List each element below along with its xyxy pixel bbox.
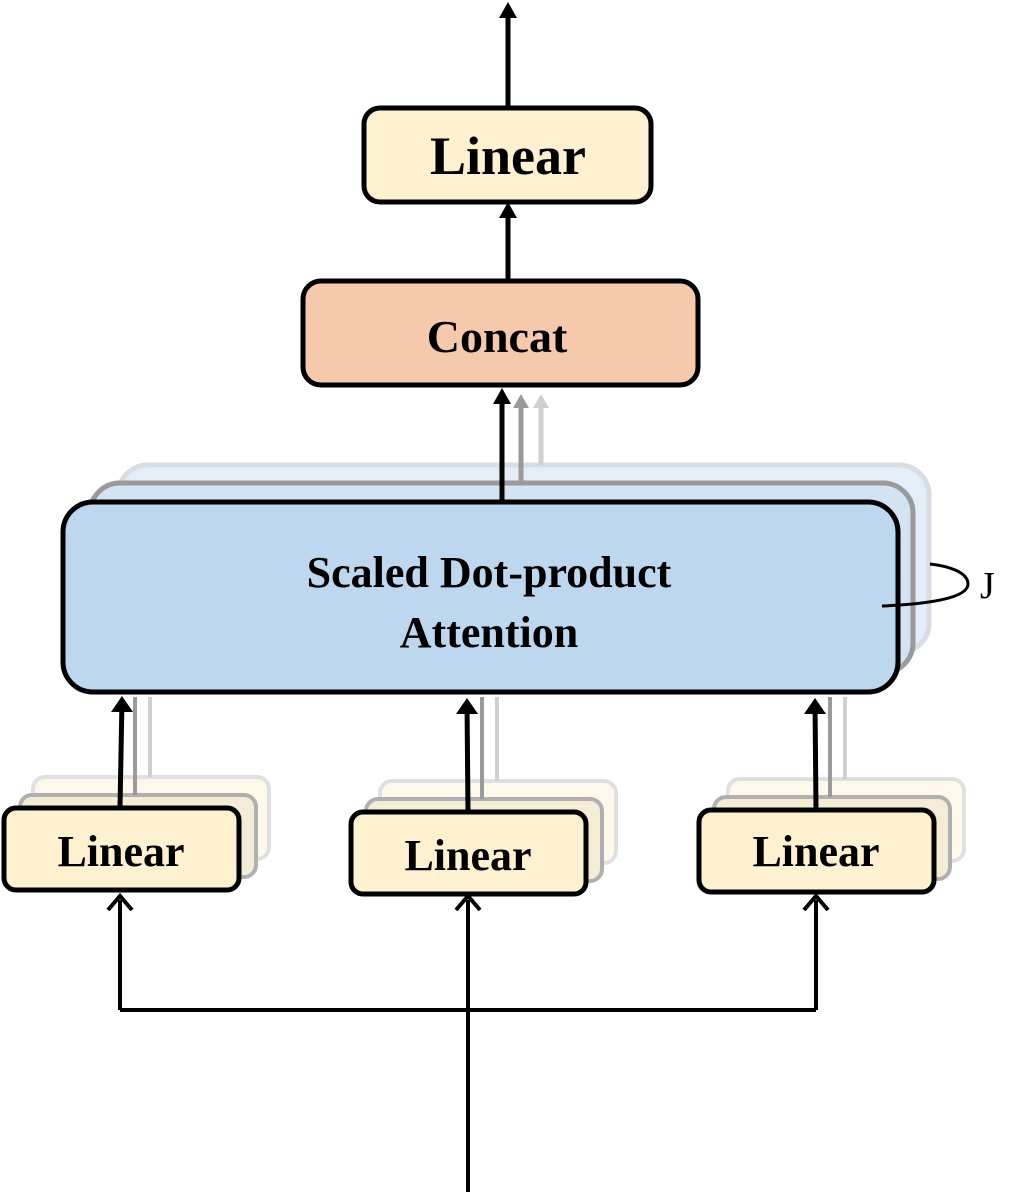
arrow-right-to-attention: [812, 701, 819, 811]
arrowhead-light: [533, 394, 549, 408]
output-linear-block[interactable]: Linear: [361, 105, 654, 205]
concat-label: Concat: [427, 311, 568, 362]
arrowhead-grey: [513, 394, 529, 408]
attention-label-line2: Attention: [400, 608, 578, 657]
arrowhead: [493, 388, 511, 404]
input-linear-left[interactable]: Linear: [1, 697, 271, 893]
attention-box: [60, 499, 901, 695]
arrowhead-left-input: [106, 892, 134, 912]
linear-box: [696, 807, 937, 895]
input-branch-lines: [106, 892, 830, 1192]
arrow-middle-to-attention: [464, 701, 471, 813]
arrowhead: [804, 698, 826, 714]
concat-to-linear-arrow: [499, 202, 517, 281]
output-arrow: [499, 2, 517, 108]
input-linear-right[interactable]: Linear: [696, 697, 966, 895]
linear-label: Linear: [57, 827, 184, 876]
arrow-left-to-attention: [117, 699, 125, 809]
arrowhead-right-input: [802, 892, 830, 912]
output-linear-label: Linear: [430, 126, 586, 186]
input-linear-middle[interactable]: Linear: [348, 697, 618, 897]
linear-label: Linear: [404, 831, 531, 880]
heads-indicator: J: [881, 562, 995, 608]
arrowhead: [499, 2, 517, 18]
concat-block[interactable]: Concat: [300, 278, 701, 388]
attention-to-concat-arrow: [493, 388, 511, 502]
linear-label: Linear: [752, 827, 879, 876]
heads-bracket: [881, 562, 970, 608]
attention-block[interactable]: Scaled Dot-product Attention: [60, 394, 932, 695]
arrowhead: [499, 202, 517, 218]
input-to-attention-arrows: [111, 696, 826, 813]
arrowhead: [111, 696, 133, 712]
attention-label-line1: Scaled Dot-product: [307, 548, 672, 597]
concat-box: [300, 278, 701, 388]
linear-box: [348, 809, 589, 897]
arrowhead: [456, 698, 478, 714]
heads-count-label: J: [980, 565, 995, 607]
